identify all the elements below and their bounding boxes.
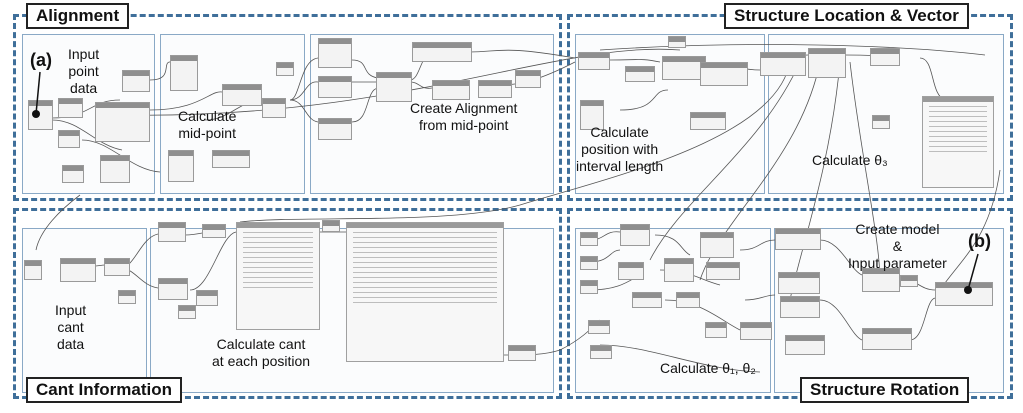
node-loc-8[interactable] [760, 52, 806, 76]
node-cant-code-1[interactable] [236, 222, 320, 330]
node-rot-3[interactable] [580, 280, 598, 294]
marker-a: (a) [30, 50, 52, 70]
group-input-cant [22, 228, 147, 393]
marker-a-pointer [32, 71, 41, 118]
node-string-b[interactable] [58, 130, 80, 148]
node-loc-2[interactable] [580, 100, 604, 130]
node-rot-13[interactable] [705, 322, 727, 338]
node-rot-4[interactable] [588, 320, 610, 334]
alignment-title: Alignment [26, 3, 130, 29]
node-string[interactable] [58, 98, 83, 118]
node-model-5[interactable] [862, 268, 900, 292]
node-model-7[interactable] [862, 328, 912, 350]
node-mid-4[interactable] [212, 150, 250, 168]
node-rot-12[interactable] [706, 262, 740, 280]
node-loc-1[interactable] [578, 52, 610, 70]
node-cant-2[interactable] [158, 278, 188, 300]
node-model-1[interactable] [775, 228, 821, 250]
node-code-block-a[interactable] [62, 165, 84, 183]
node-cant-6[interactable] [322, 220, 340, 232]
node-mid-2[interactable] [222, 84, 262, 106]
node-align-3[interactable] [318, 118, 352, 140]
label-calc-theta3: Calculate θ₃ [812, 152, 888, 168]
structure-location-title: Structure Location & Vector [724, 3, 969, 29]
node-code-block-b[interactable] [276, 62, 294, 76]
node-cant-import[interactable] [60, 258, 96, 282]
node-align-1[interactable] [318, 38, 352, 68]
node-model-8[interactable] [935, 282, 993, 306]
node-loc-9[interactable] [808, 48, 846, 78]
structure-rotation-panel [567, 208, 1013, 399]
node-rot-14[interactable] [740, 322, 772, 340]
cant-information-title: Cant Information [26, 377, 182, 403]
node-cant-list[interactable] [104, 258, 130, 276]
node-cant-3[interactable] [196, 290, 218, 306]
structure-rotation-title: Structure Rotation [800, 377, 970, 403]
node-cant-4[interactable] [178, 305, 196, 319]
node-cant-1[interactable] [158, 222, 186, 242]
node-align-2[interactable] [318, 76, 352, 98]
node-loc-3[interactable] [625, 66, 655, 82]
cant-information-panel [13, 208, 562, 399]
node-loc-7[interactable] [690, 112, 726, 130]
node-cant-code-2[interactable] [346, 222, 504, 362]
label-calc-theta12: Calculate θ₁, θ₂ [660, 360, 756, 376]
node-list-a[interactable] [122, 70, 150, 92]
node-align-4[interactable] [376, 72, 412, 102]
alignment-panel [13, 14, 562, 201]
node-cant-5[interactable] [202, 224, 226, 238]
node-rot-1[interactable] [580, 232, 598, 246]
node-point-bycoord[interactable] [95, 102, 150, 142]
node-rot-5[interactable] [590, 345, 612, 359]
node-rot-11[interactable] [700, 232, 734, 258]
node-cant-small[interactable] [118, 290, 136, 304]
node-align-6[interactable] [432, 80, 470, 100]
marker-b: (b) [968, 231, 991, 251]
node-cant-file[interactable] [24, 260, 42, 280]
node-list-b[interactable] [100, 155, 130, 183]
node-mid-5[interactable] [262, 98, 286, 118]
node-rot-10[interactable] [676, 292, 700, 308]
node-loc-11[interactable] [872, 115, 890, 129]
node-loc-10[interactable] [870, 48, 900, 66]
node-loc-6[interactable] [700, 62, 748, 86]
marker-b-pointer [964, 253, 979, 294]
node-mid-1[interactable] [170, 55, 198, 91]
label-create-model: Create model&Input parameter [848, 221, 947, 271]
group-theta12 [575, 228, 771, 393]
node-align-7[interactable] [478, 80, 512, 98]
node-model-3[interactable] [780, 296, 820, 318]
node-loc-5[interactable] [668, 36, 686, 48]
node-model-6[interactable] [900, 275, 918, 287]
node-rot-7[interactable] [618, 262, 644, 280]
node-model-4[interactable] [785, 335, 825, 355]
node-cant-7[interactable] [508, 345, 536, 361]
node-theta3-code-block[interactable] [922, 96, 994, 188]
node-align-8[interactable] [515, 70, 541, 88]
node-mid-3[interactable] [168, 150, 194, 182]
node-align-5[interactable] [412, 42, 472, 62]
node-rot-2[interactable] [580, 256, 598, 270]
node-rot-9[interactable] [664, 258, 694, 282]
node-model-2[interactable] [778, 272, 820, 294]
node-rot-6[interactable] [620, 224, 650, 246]
node-rot-8[interactable] [632, 292, 662, 308]
